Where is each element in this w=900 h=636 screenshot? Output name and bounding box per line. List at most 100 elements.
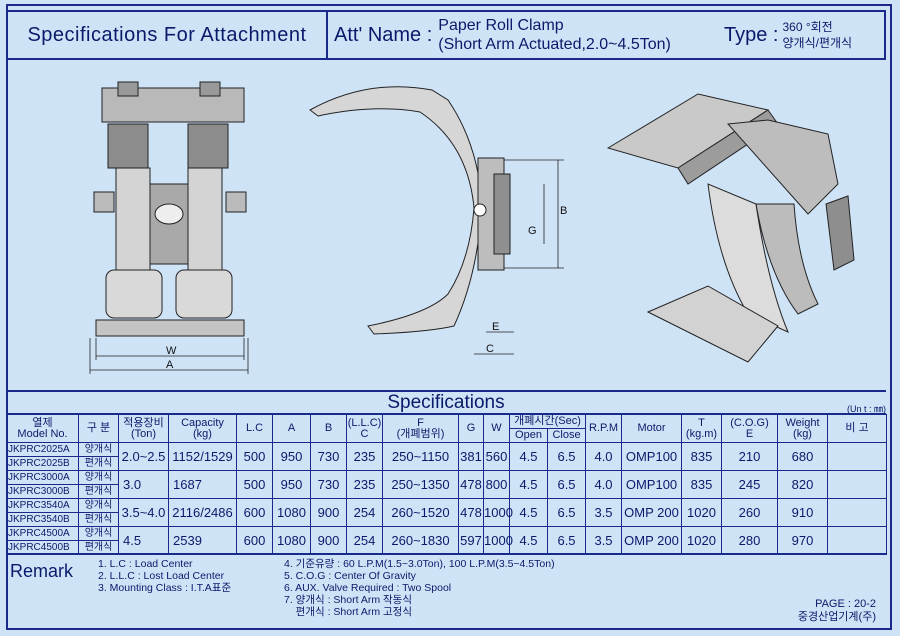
cell-e: 260 (721, 498, 779, 527)
dim-c-label: C (486, 343, 494, 355)
cell-c: 254 (346, 498, 383, 527)
cell-capacity: 1687 (168, 470, 237, 499)
cell-a: 1080 (272, 526, 311, 555)
col-lc: L.C (236, 414, 273, 443)
cell-note (827, 526, 888, 555)
type-line2: 양개식/편개식 (782, 36, 853, 50)
page-info: PAGE : 20-2 중경산업기계(주) (798, 598, 876, 624)
col-open: Open (509, 428, 548, 443)
cell-open: 4.5 (509, 498, 548, 527)
col-rpm: R.P.M (585, 414, 623, 443)
col-weight: Weight(kg) (777, 414, 829, 443)
sheet-title: Specifications For Attachment (8, 12, 328, 58)
cell-rpm: 4.0 (585, 442, 623, 471)
front-view-dims (89, 338, 249, 374)
col-a: A (272, 414, 311, 443)
cell-f: 260~1830 (382, 526, 459, 555)
cell-w: 1000 (483, 498, 513, 527)
cell-close: 6.5 (546, 442, 587, 471)
cell-t: 1020 (681, 526, 723, 555)
cell-motor: OMP100 (621, 442, 683, 471)
attachment-name: Att' Name : Paper Roll Clamp (Short Arm … (328, 12, 720, 58)
cell-capacity: 2539 (168, 526, 237, 555)
cell-close: 6.5 (546, 470, 587, 499)
type-value: 360 °회전 양개식/편개식 (782, 19, 852, 51)
cell-lc: 600 (236, 526, 273, 555)
model-b: JKPRC2025B (6, 456, 79, 471)
cell-motor: OMP 200 (621, 526, 683, 555)
remark-line: 2. L.L.C : Lost Load Center (98, 570, 225, 582)
dim-e-label: E (492, 321, 499, 333)
model-b: JKPRC3540B (6, 512, 79, 527)
specs-header-row-2: Open Close (7, 428, 887, 443)
specs-unit: (Un t : ㎜) (846, 404, 886, 414)
col-gubun: 구 분 (78, 414, 119, 443)
cell-e: 280 (721, 526, 779, 555)
dim-g-label: G (528, 225, 537, 237)
model-a: JKPRC3540A (6, 498, 79, 513)
col-e: (C.O.G)E (721, 414, 779, 443)
cell-motor: OMP 200 (621, 498, 683, 527)
kind-a: 양개식 (78, 470, 119, 485)
cell-ton: 2.0~2.5 (118, 442, 169, 471)
cell-t: 1020 (681, 498, 723, 527)
cell-open: 4.5 (509, 526, 548, 555)
col-time: 개폐시간(Sec) (508, 414, 587, 429)
specs-title: Specifications (6, 390, 886, 414)
cell-b: 730 (310, 470, 347, 499)
cell-t: 835 (681, 442, 723, 471)
cell-motor: OMP100 (621, 470, 683, 499)
table-row: JKPRC3000A 양개식 3.0 1687 500 950 730 235 … (6, 470, 888, 499)
kind-b: 편개식 (78, 512, 119, 527)
remark-line: 5. C.O.G : Center Of Gravity (284, 570, 416, 582)
cell-weight: 820 (777, 470, 829, 499)
cell-lc: 600 (236, 498, 273, 527)
kind-b: 편개식 (78, 484, 119, 499)
cell-c: 235 (346, 470, 383, 499)
remark-line: 편개식 : Short Arm 고정식 (284, 606, 412, 618)
side-view-dims (474, 159, 564, 355)
cell-ton: 3.5~4.0 (118, 498, 169, 527)
dim-a-label: A (166, 359, 174, 371)
company-name: 중경산업기계(주) (797, 611, 876, 623)
cell-lc: 500 (236, 470, 273, 499)
cell-b: 900 (310, 498, 347, 527)
cell-g: 381 (458, 442, 484, 471)
cell-ton: 3.0 (118, 470, 169, 499)
att-label: Att' Name : (334, 23, 433, 46)
cell-w: 800 (483, 470, 510, 499)
col-w: W (483, 414, 510, 443)
cell-rpm: 3.5 (585, 526, 623, 555)
cell-note (827, 498, 888, 527)
cell-close: 6.5 (546, 498, 587, 527)
cell-f: 250~1350 (382, 470, 459, 499)
kind-b: 편개식 (78, 456, 119, 471)
side-view-drawing (309, 86, 511, 335)
cell-c: 254 (346, 526, 383, 555)
cell-note (827, 470, 888, 499)
table-row: JKPRC2025B 편개식 (6, 456, 887, 471)
col-close: Close (546, 428, 587, 443)
kind-a: 양개식 (78, 526, 119, 541)
isometric-view-drawing (606, 93, 855, 363)
remark-line: 7. 양개식 : Short Arm 작동식 (284, 594, 412, 606)
cell-g: 597 (458, 526, 484, 555)
cell-note (827, 442, 888, 471)
att-line2: (Short Arm Actuated,2.0~4.5Ton) (438, 36, 671, 53)
col-motor: Motor (621, 414, 683, 443)
col-f: F(개폐범위) (382, 414, 459, 443)
cell-open: 4.5 (509, 470, 548, 499)
table-row: JKPRC2025A 양개식 2.0~2.5 1152/1529 500 950… (6, 442, 888, 471)
table-row: JKPRC3540A 양개식 3.5~4.0 2116/2486 600 108… (6, 498, 888, 527)
cell-a: 950 (272, 442, 311, 471)
cell-t: 835 (681, 470, 723, 499)
model-a: JKPRC2025A (6, 442, 79, 457)
cell-b: 900 (310, 526, 347, 555)
cell-f: 260~1520 (382, 498, 459, 527)
model-b: JKPRC3000B (6, 484, 79, 499)
att-line1: Paper Roll Clamp (438, 17, 564, 34)
